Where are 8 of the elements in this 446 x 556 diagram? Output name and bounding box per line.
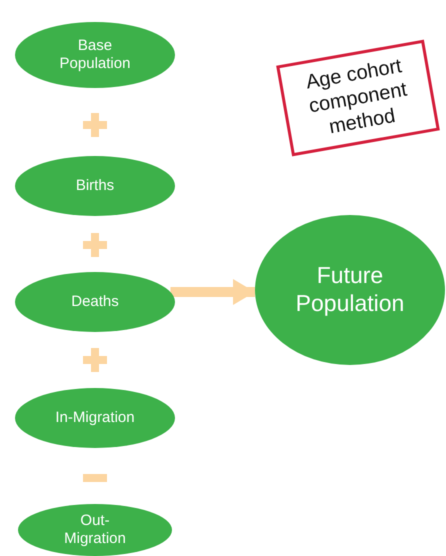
node-label: Age cohort component method xyxy=(303,54,410,140)
node-label: In-Migration xyxy=(54,409,136,427)
node-label: Future Population xyxy=(294,262,406,318)
node-label: Out- Migration xyxy=(63,512,127,548)
node-label: Deaths xyxy=(70,293,120,311)
node-label: Base Population xyxy=(58,37,132,73)
node-label: Births xyxy=(74,177,116,195)
block-arrow xyxy=(170,279,256,305)
